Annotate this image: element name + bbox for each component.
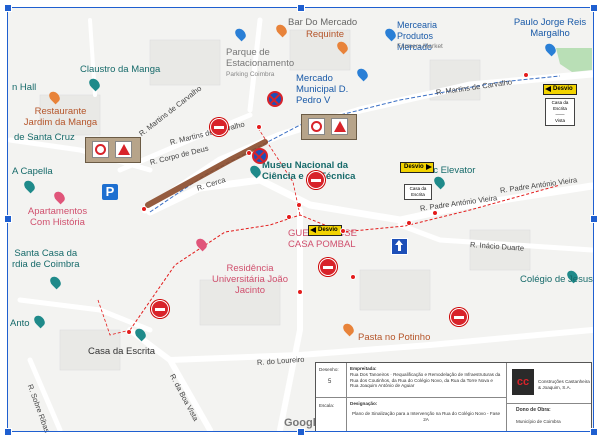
place-sublabel: Farmers Market — [397, 43, 443, 50]
sign-post-marker — [286, 214, 292, 220]
place-label: Colégio de Jesus — [520, 274, 593, 285]
desenho-label: Desenho: — [319, 367, 339, 372]
roadworks-sign-icon — [331, 118, 348, 135]
map-attribution: Google — [284, 417, 322, 429]
place-label: de Santa Cruz — [14, 132, 75, 143]
resize-handle-mr[interactable] — [590, 215, 598, 223]
resize-handle-bc[interactable] — [297, 428, 305, 436]
detour-direction-box: Casa da Escrita — [404, 184, 432, 200]
sign-post-marker — [256, 124, 262, 130]
no-parking-sign-icon — [252, 148, 268, 164]
sign-post-marker — [141, 206, 147, 212]
sign-post-marker — [432, 210, 438, 216]
no-entry-sign-icon — [151, 300, 169, 318]
place-label: ntuc Elevator — [420, 165, 476, 176]
title-block: Desenho: 5 Escala: Empreitada: Rua Dos T… — [315, 362, 592, 432]
roadworks-panel — [85, 137, 141, 163]
empreitada-text: Rua Dos Tanoeiros · Requalificação e Rem… — [350, 372, 501, 388]
no-entry-sign-icon — [307, 171, 325, 189]
roadworks-sign-icon — [115, 141, 132, 158]
place-label: Mercado Municipal D. Pedro V — [296, 73, 349, 106]
place-label: Apartamentos Com História — [27, 206, 88, 228]
place-sublabel: Parking Coimbra — [226, 71, 275, 78]
ahead-only-sign-icon — [391, 238, 408, 255]
place-label: Requinte — [306, 29, 345, 40]
company-name: Construções Castanheira & Joaquim, S.A. — [538, 379, 590, 390]
sign-post-marker — [246, 150, 252, 156]
place-label: n Hall — [12, 82, 37, 93]
company-logo: cc — [512, 369, 534, 395]
sign-post-marker — [297, 289, 303, 295]
company-logo-text: cc — [516, 376, 530, 388]
roadworks-panel — [301, 114, 357, 140]
resize-handle-bl[interactable] — [4, 428, 12, 436]
place-label: Residência Universitária João Jacinto — [211, 263, 289, 296]
resize-handle-br[interactable] — [590, 428, 598, 436]
detour-direction-box: Casa da Escrita —— Vista — [545, 98, 575, 126]
resize-handle-tl[interactable] — [4, 4, 12, 12]
escala-label: Escala: — [319, 403, 335, 408]
sign-post-marker — [296, 202, 302, 208]
resize-handle-ml[interactable] — [4, 215, 12, 223]
place-label: Pasta no Potinho — [358, 332, 431, 343]
place-label: Anto — [10, 318, 30, 329]
detour-route-red — [129, 184, 561, 331]
selection-frame[interactable] — [7, 7, 594, 432]
place-label: Claustro da Manga — [80, 64, 161, 75]
place-label: Casa da Escrita — [88, 346, 156, 357]
parking-sign-icon: P — [102, 184, 118, 200]
place-label: Restaurante Jardim da Manga — [23, 106, 98, 128]
place-label: Santa Casa da rdia de Coimbra — [12, 248, 80, 270]
dono-value: Município de Coimbra — [516, 419, 561, 424]
sign-post-marker — [340, 228, 346, 234]
no-entry-sign-icon — [450, 308, 468, 326]
resize-handle-tr[interactable] — [590, 4, 598, 12]
no-entry-sign-icon — [319, 258, 337, 276]
dono-label: Dono de Obra: — [516, 407, 551, 413]
detour-sign: Desvio — [400, 162, 434, 173]
designacao-label: Designação: — [350, 401, 378, 406]
place-label: Bar Do Mercado — [288, 17, 358, 28]
detour-sign: Desvio — [543, 84, 577, 95]
no-entry-sign-icon — [92, 141, 109, 158]
resize-handle-tc[interactable] — [297, 4, 305, 12]
no-entry-sign-icon — [308, 118, 325, 135]
place-label: Mercearia Produtos Mercado — [397, 20, 438, 52]
sign-post-marker — [126, 329, 132, 335]
place-label: A Capella — [12, 166, 53, 177]
sign-post-marker — [523, 72, 529, 78]
place-label: Parque de Estacionamento — [226, 47, 295, 69]
no-parking-sign-icon — [267, 91, 283, 107]
sign-post-marker — [350, 274, 356, 280]
empreitada-label: Empreitada: — [350, 366, 377, 371]
no-entry-sign-icon — [210, 118, 228, 136]
place-label: Paulo Jorge Reis Margalho — [513, 17, 587, 39]
desenho-value: 5 — [328, 379, 332, 385]
designacao-text: Plano de Sinalização para a Intervenção … — [351, 411, 501, 422]
sign-post-marker — [406, 220, 412, 226]
